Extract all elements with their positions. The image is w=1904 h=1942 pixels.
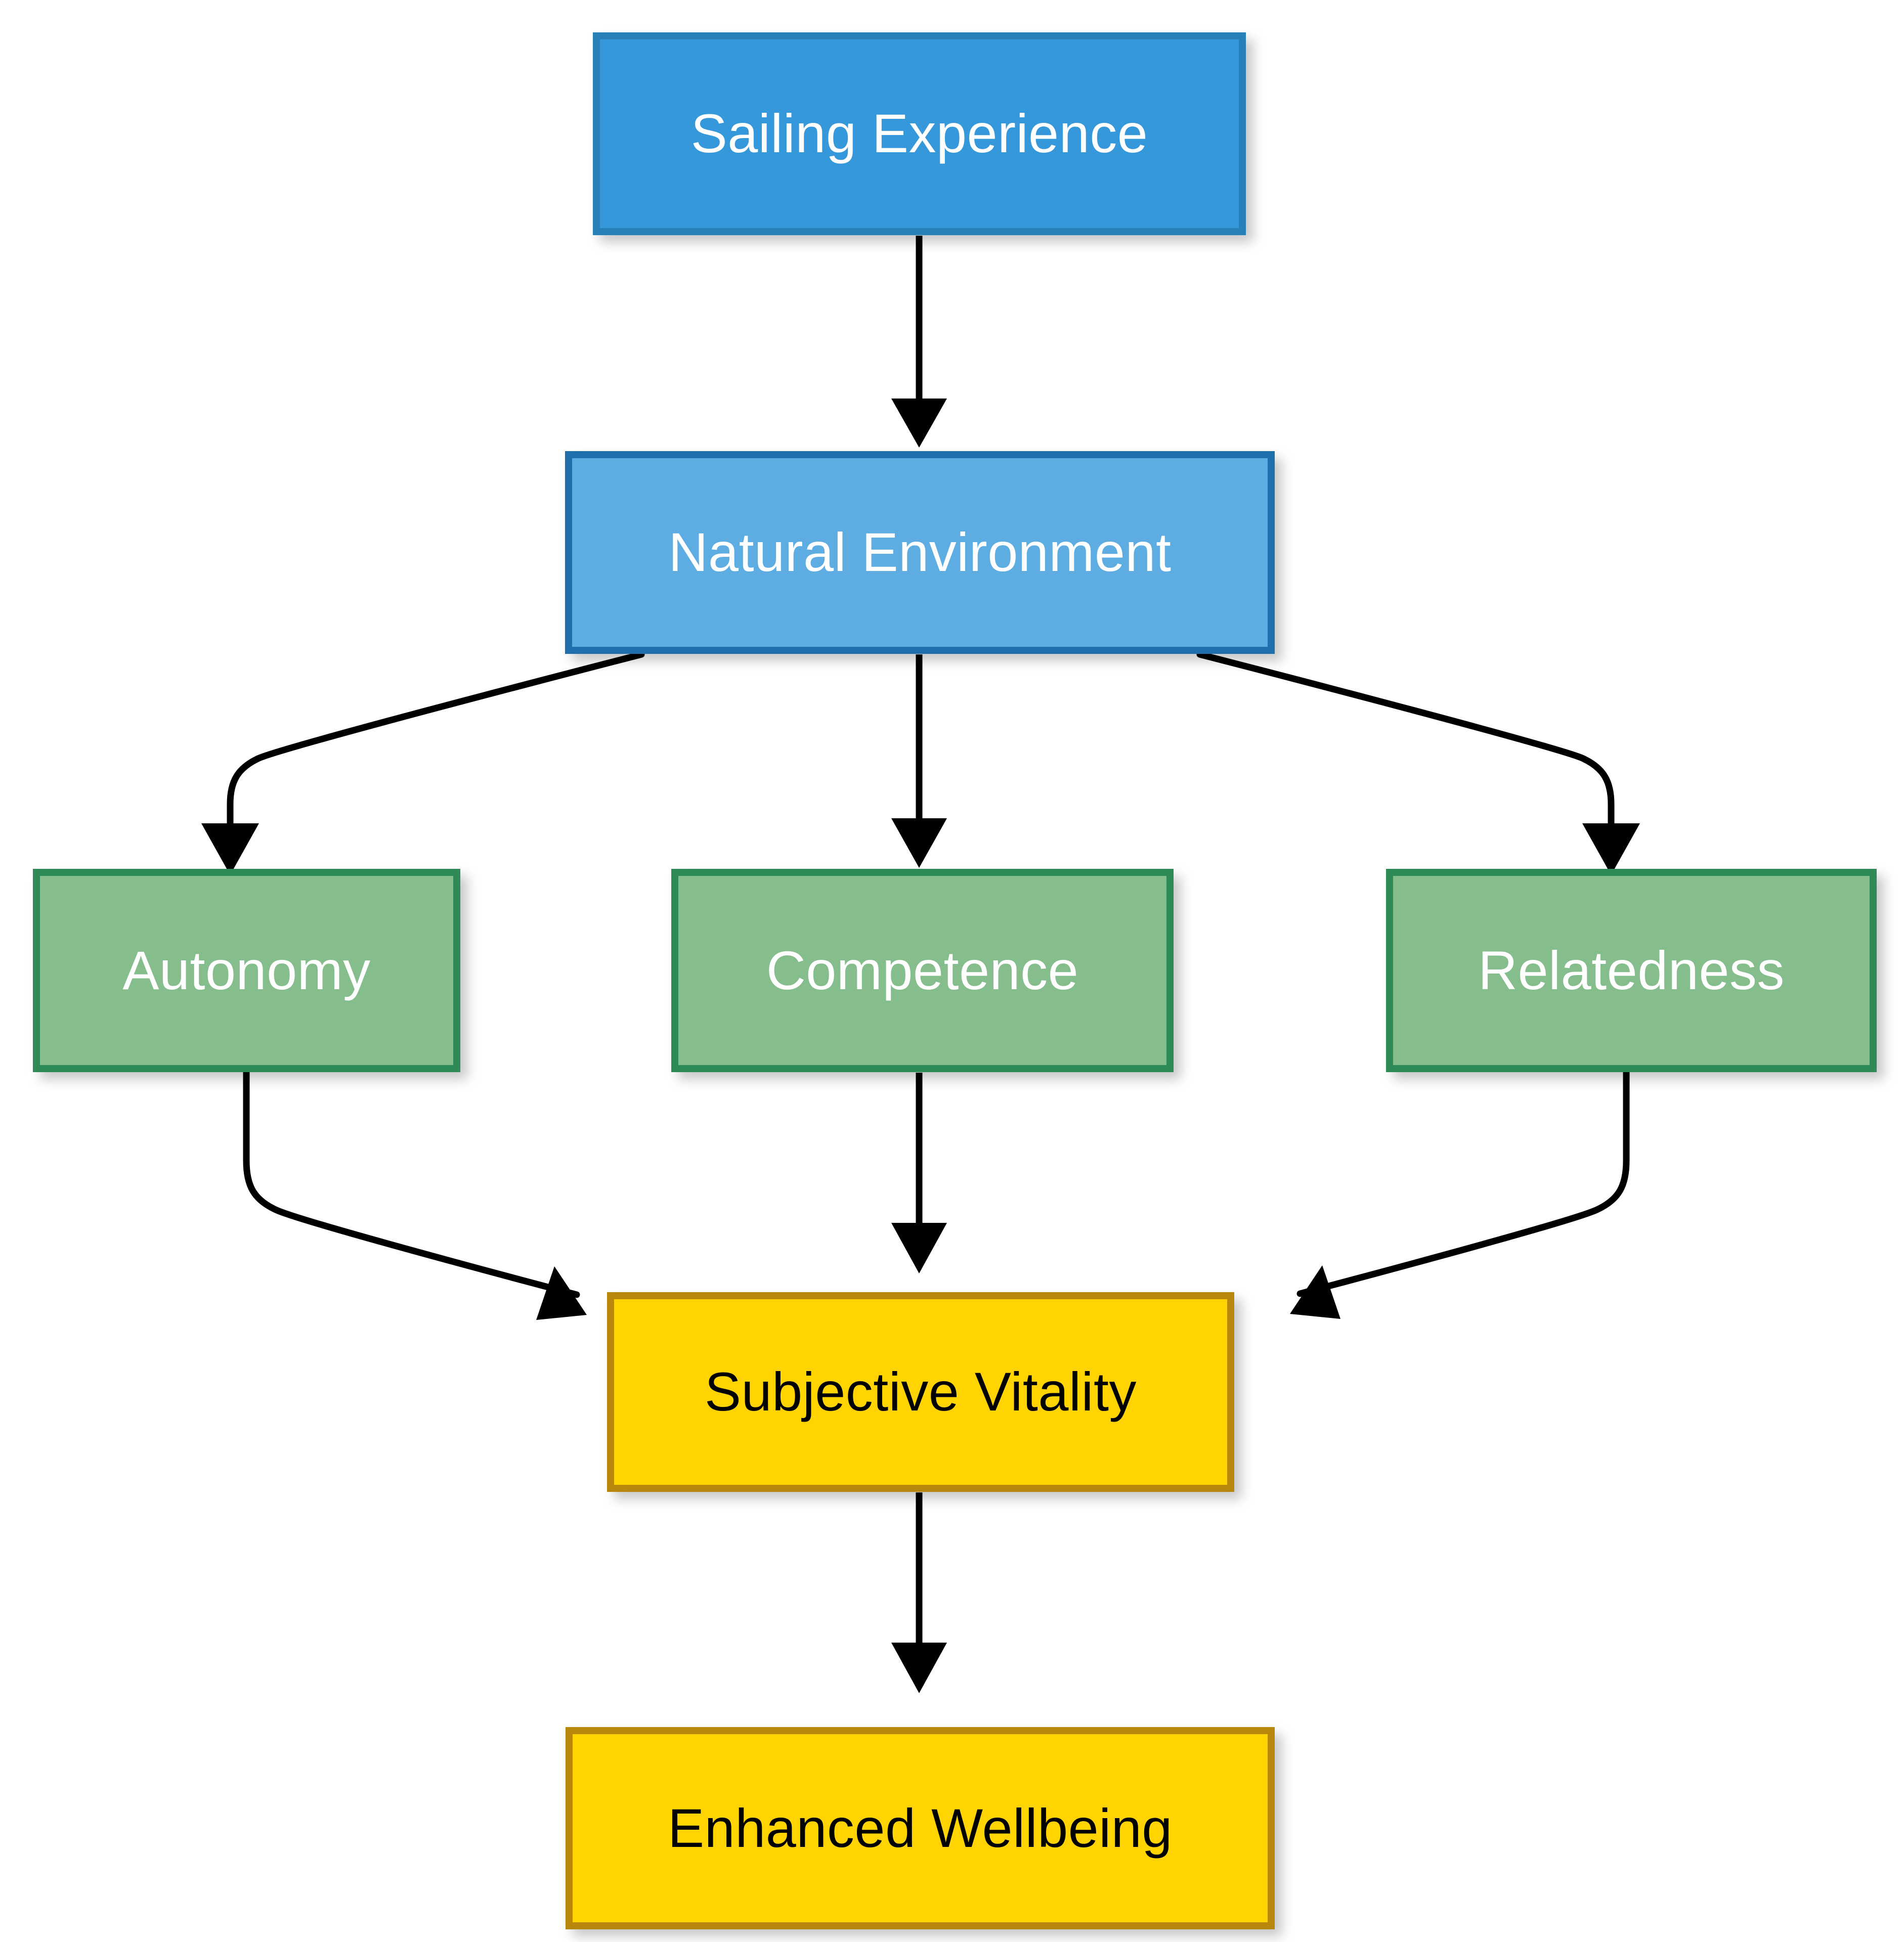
node-autonomy[interactable]: Autonomy [33, 869, 460, 1072]
node-label: Relatedness [1478, 939, 1785, 1001]
edge-autonomy-to-vitality [243, 1069, 587, 1320]
edge-environment-to-relatedness [1196, 651, 1640, 875]
node-relatedness[interactable]: Relatedness [1386, 869, 1877, 1072]
edge-relatedness-to-vitality [1290, 1069, 1630, 1319]
node-subjective-vitality[interactable]: Subjective Vitality [607, 1292, 1234, 1492]
node-label: Autonomy [122, 939, 371, 1001]
node-sailing-experience[interactable]: Sailing Experience [593, 32, 1246, 235]
edge-environment-to-competence [891, 654, 947, 868]
node-label: Sailing Experience [690, 103, 1148, 164]
node-natural-environment[interactable]: Natural Environment [565, 451, 1275, 654]
node-competence[interactable]: Competence [671, 869, 1174, 1072]
node-enhanced-wellbeing[interactable]: Enhanced Wellbeing [566, 1727, 1275, 1929]
edge-competence-to-vitality [891, 1073, 947, 1273]
node-label: Subjective Vitality [705, 1361, 1137, 1423]
edge-sailing-to-environment [891, 236, 947, 448]
node-label: Natural Environment [668, 521, 1172, 583]
node-label: Competence [766, 939, 1079, 1001]
edge-vitality-to-wellbeing [891, 1492, 947, 1693]
edge-environment-to-autonomy [201, 651, 645, 875]
node-label: Enhanced Wellbeing [668, 1797, 1173, 1859]
